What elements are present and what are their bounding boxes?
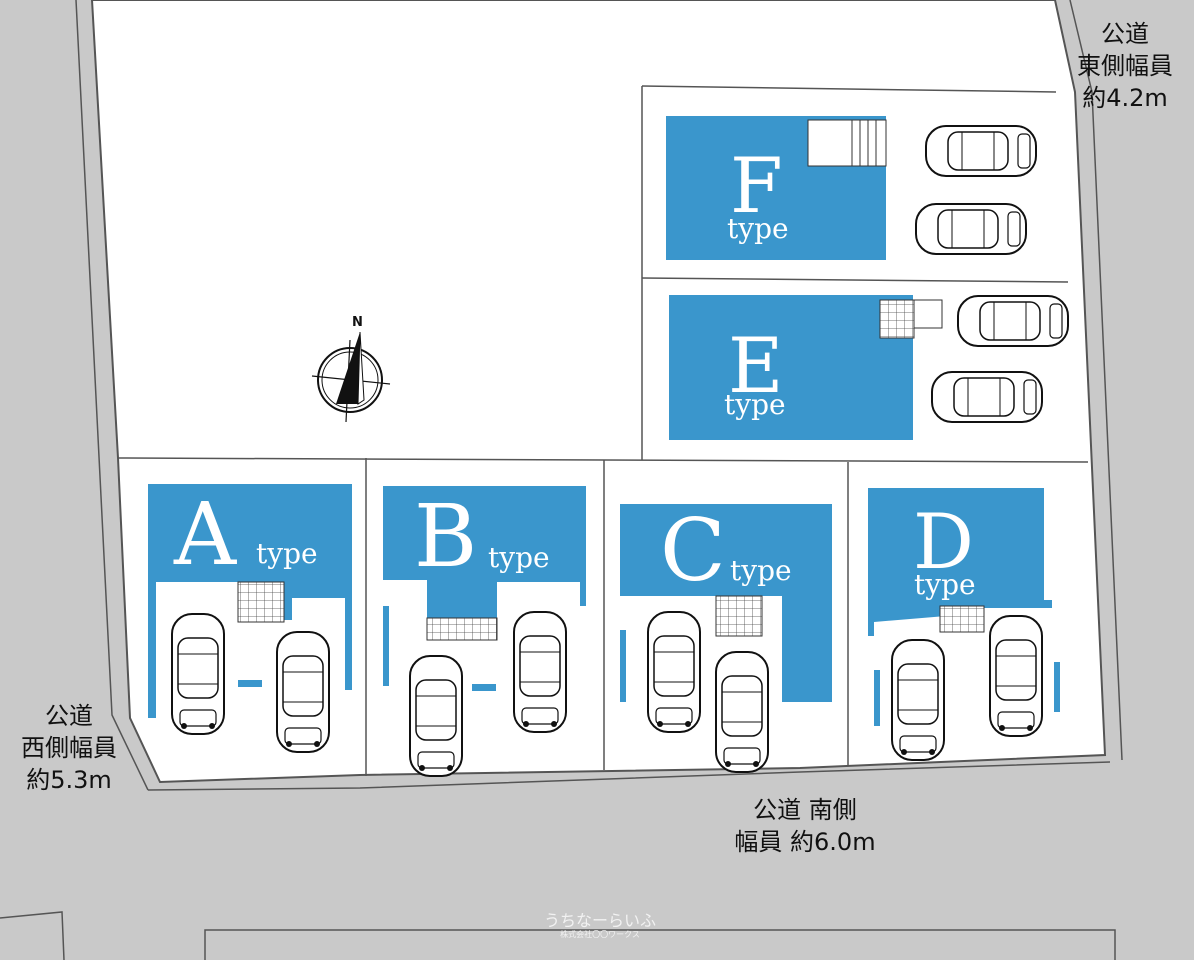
east-road-line-1: 公道: [1101, 20, 1149, 48]
lot-e: [669, 295, 1069, 440]
lot-f-car-1: [925, 125, 1037, 177]
lot-b-type: type: [488, 541, 550, 574]
lot-d-left-marker: [874, 670, 880, 726]
west-road-label: 公道 西側幅員 約5.3m: [4, 700, 134, 796]
lot-a-parking-marker: [238, 680, 262, 687]
lot-d-car-2: [989, 615, 1043, 737]
south-road-line-1: 公道 南側: [753, 796, 857, 824]
lot-c-building: [620, 504, 832, 702]
lot-e-car-1: [957, 295, 1069, 347]
lot-b-letter: B: [414, 487, 477, 587]
lot-a-car-1: [171, 613, 225, 735]
lot-d-right-marker: [1054, 662, 1060, 712]
lot-dividers: [117, 85, 1089, 776]
far-left-structure: [0, 911, 65, 960]
south-road-label: 公道 南側 幅員 約6.0m: [700, 794, 910, 858]
far-building-outline: [204, 929, 1116, 960]
lot-e-tile-area: [879, 299, 915, 339]
lot-c-car-2: [715, 651, 769, 773]
lot-c-car-1: [647, 611, 701, 733]
lot-f-type: type: [727, 212, 789, 245]
east-road-edge: [1069, 0, 1123, 761]
lot-b-parking-marker: [472, 684, 496, 691]
lot-c-left-marker: [620, 630, 626, 702]
lot-a: [148, 484, 352, 753]
lot-f: [666, 116, 1037, 260]
lot-b-car-2: [513, 611, 567, 733]
lot-e-building: [669, 295, 913, 440]
compass-north-label: N: [352, 315, 363, 330]
lot-a-letter: A: [173, 485, 237, 585]
lot-e-steps: [913, 299, 943, 329]
lot-c-letter: C: [660, 501, 726, 601]
lot-d-letter: D: [913, 497, 974, 586]
west-road-edge: [75, 0, 149, 791]
lot-b: [383, 486, 586, 777]
lot-a-building: [148, 484, 352, 718]
south-road-line-2: 幅員 約6.0m: [734, 828, 876, 856]
east-road-label: 公道 東側幅員 約4.2m: [1062, 18, 1188, 114]
lot-d: [868, 488, 1060, 761]
lot-c-tile-area: [715, 595, 763, 637]
lot-b-tile-area: [426, 617, 498, 641]
lot-d-type: type: [914, 568, 976, 601]
lot-e-car-2: [931, 371, 1043, 423]
lot-c-type: type: [730, 554, 792, 587]
lot-d-building: [868, 488, 1052, 636]
west-road-line-1: 公道: [45, 702, 93, 730]
lot-f-letter: F: [730, 141, 783, 230]
west-road-line-2: 西側幅員: [21, 734, 117, 762]
watermark-company: 株式会社〇〇ワークス: [560, 930, 640, 939]
lot-d-tile-area: [939, 605, 985, 633]
lot-b-building: [383, 486, 586, 618]
lot-d-car-1: [891, 639, 945, 761]
east-road-line-3: 約4.2m: [1082, 84, 1168, 112]
watermark-logo: うちなーらいふ 株式会社〇〇ワークス: [520, 912, 680, 940]
lot-e-letter: E: [728, 321, 783, 410]
lot-b-car-1: [409, 655, 463, 777]
lot-b-left-marker: [383, 606, 389, 686]
lot-f-steps: [807, 119, 887, 167]
lot-f-car-2: [915, 203, 1027, 255]
lot-e-type: type: [724, 388, 786, 421]
east-road-line-2: 東側幅員: [1077, 52, 1173, 80]
south-road-edge: [147, 761, 1111, 791]
lot-a-type: type: [256, 537, 318, 570]
west-road-line-3: 約5.3m: [26, 766, 112, 794]
north-compass-icon: N: [311, 315, 391, 423]
lot-a-car-2: [276, 631, 330, 753]
lot-c: [620, 504, 832, 773]
lot-a-tile-area: [237, 581, 285, 623]
watermark-brand: うちなーらいふ: [543, 911, 656, 930]
